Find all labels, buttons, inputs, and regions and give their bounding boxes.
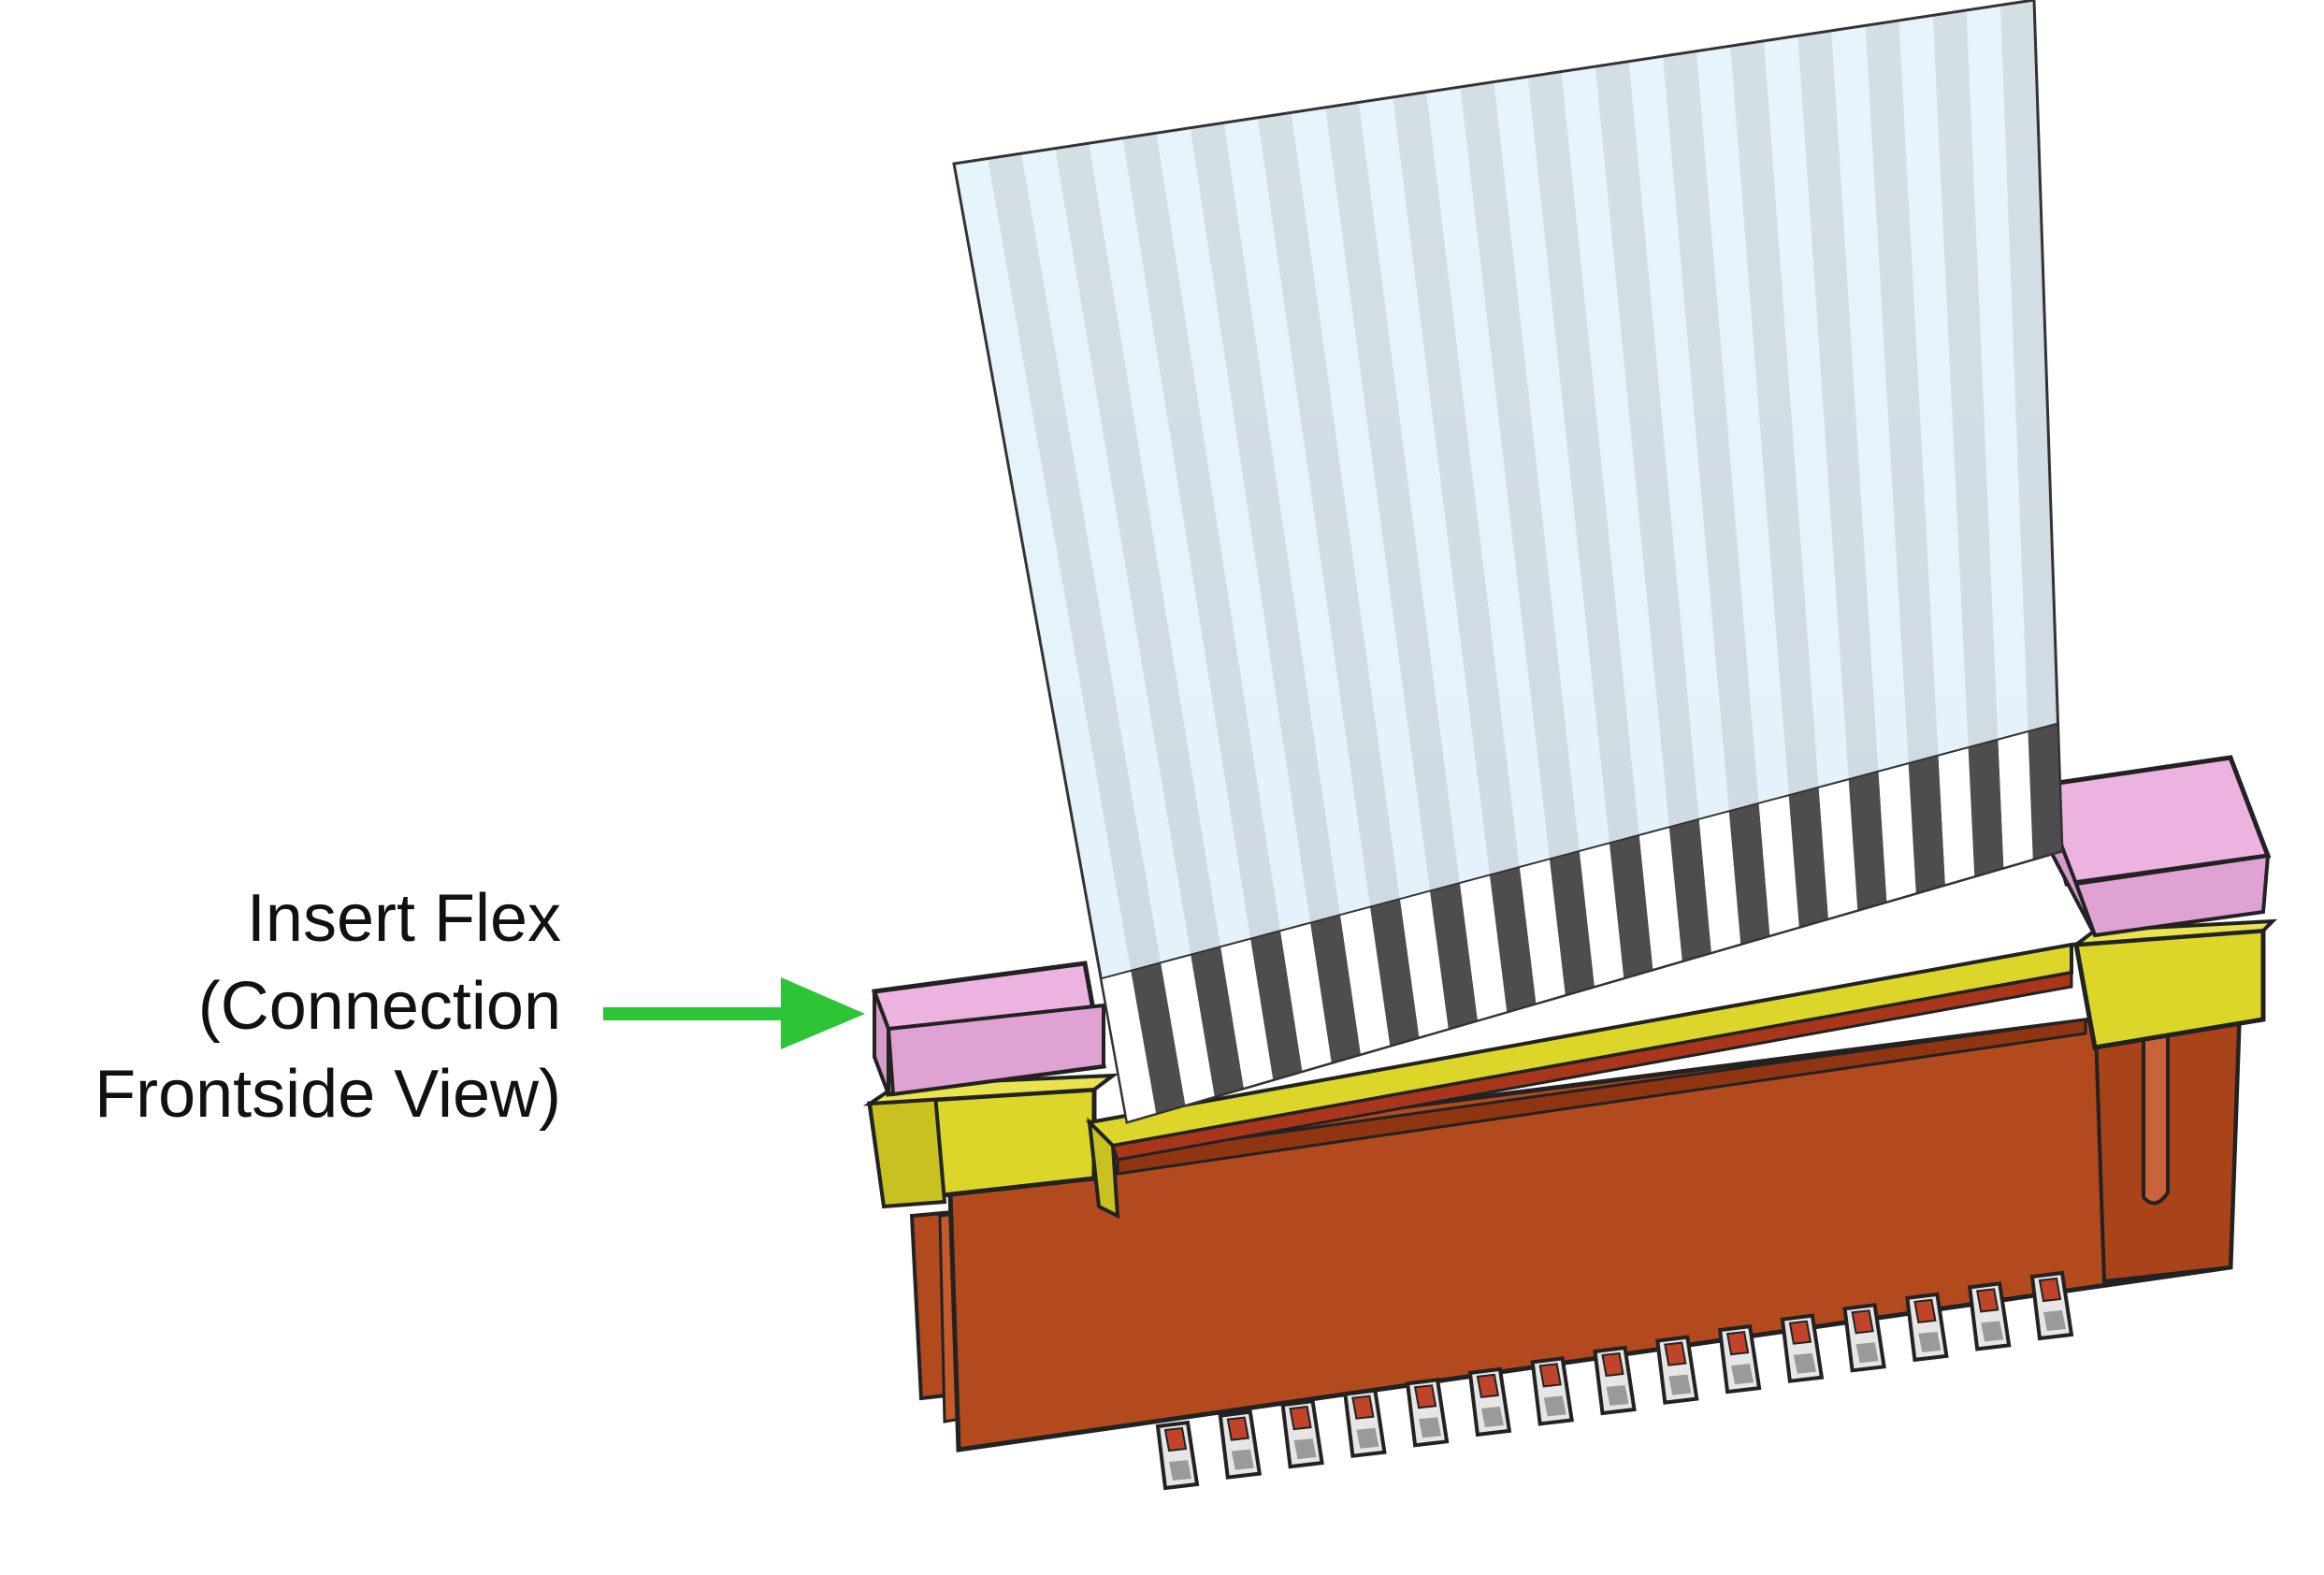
solder-pin-foot <box>1293 1438 1317 1460</box>
flex-contact <box>1848 771 1887 911</box>
solder-pin-tip <box>1226 1416 1249 1441</box>
flex-cable <box>952 0 2064 1124</box>
solder-pin-foot <box>1480 1406 1504 1427</box>
flex-contact <box>1638 827 1682 970</box>
solder-pin-tip <box>2038 1277 2062 1303</box>
flex-contact <box>1370 899 1420 1047</box>
solder-pin-tip <box>1289 1406 1312 1431</box>
flex-contact <box>1460 874 1508 1021</box>
flex-contact <box>1280 922 1332 1072</box>
flex-contact <box>1878 763 1916 903</box>
solder-pin-foot <box>1731 1364 1754 1385</box>
solder-pin-tip <box>1851 1309 1874 1335</box>
flex-contact <box>1250 931 1303 1080</box>
solder-pin-foot <box>1356 1427 1379 1449</box>
flex-contact <box>2028 723 2062 860</box>
solder-pin-tip <box>1163 1426 1188 1452</box>
solder-pin-foot <box>1606 1385 1629 1406</box>
solder-pin-foot <box>1793 1352 1816 1374</box>
latch-left <box>872 961 1106 1097</box>
solder-pin-tip <box>1725 1331 1750 1356</box>
flex-contact <box>1131 962 1186 1114</box>
flex-contact <box>1519 859 1566 1004</box>
insert-flex-label: Insert Flex (Connection Frontside View) <box>0 874 561 1138</box>
flex-contact <box>1400 890 1449 1038</box>
solder-pin-foot <box>1419 1417 1442 1438</box>
solder-pins <box>1155 1270 2074 1491</box>
solder-pin-foot <box>1981 1321 2004 1342</box>
flex-contact <box>1220 938 1274 1089</box>
solder-pin-foot <box>1918 1331 1941 1352</box>
connector-housing <box>909 998 2243 1452</box>
flex-contact <box>1998 731 2033 869</box>
flex-contact <box>1758 795 1799 936</box>
flex-contact <box>1609 834 1653 978</box>
solder-pin-tip <box>1351 1394 1375 1420</box>
solder-pin-tip <box>1976 1288 1999 1313</box>
solder-pin-foot <box>1855 1342 1879 1364</box>
flex-contact <box>1340 906 1391 1055</box>
insert-arrow <box>603 977 865 1049</box>
solder-pin-tip <box>1476 1373 1500 1398</box>
label-line-2: (Connection <box>197 969 561 1044</box>
solder-pin-tip <box>1788 1320 1812 1345</box>
latch-right <box>2035 755 2272 938</box>
flex-contact <box>1161 954 1215 1105</box>
solder-pin-tip <box>1413 1384 1437 1409</box>
solder-pin-tip <box>1913 1298 1937 1323</box>
flex-contact <box>1489 866 1537 1013</box>
flex-contact-outline <box>1100 722 2064 1124</box>
solder-pin-tip <box>1601 1351 1624 1378</box>
flex-contact <box>1430 883 1478 1030</box>
flex-contact <box>1968 739 2004 877</box>
solder-pin-tip <box>1538 1363 1562 1388</box>
flex-contact <box>1908 755 1945 894</box>
solder-pin-foot <box>1668 1374 1692 1395</box>
actuator-bar <box>862 918 2278 1220</box>
flex-contact <box>1788 787 1828 928</box>
flex-contact <box>1698 811 1741 953</box>
flex-contact <box>1728 802 1770 945</box>
flex-contact <box>1668 818 1711 961</box>
label-line-3: Frontside View) <box>94 1057 561 1132</box>
solder-pin-tip <box>1664 1341 1687 1366</box>
solder-pin-foot <box>1231 1449 1254 1470</box>
solder-pin-foot <box>1169 1460 1191 1481</box>
flex-contact <box>1549 850 1595 996</box>
label-line-1: Insert Flex <box>246 881 561 956</box>
flex-contact <box>1579 843 1624 987</box>
solder-pin-foot <box>1543 1395 1566 1417</box>
flex-contact <box>1310 915 1361 1063</box>
flex-contact <box>1191 946 1244 1097</box>
flex-contact <box>1938 747 1975 886</box>
flex-contact <box>1101 970 1157 1122</box>
solder-pin-foot <box>2043 1310 2066 1331</box>
flex-contact <box>1818 779 1858 919</box>
